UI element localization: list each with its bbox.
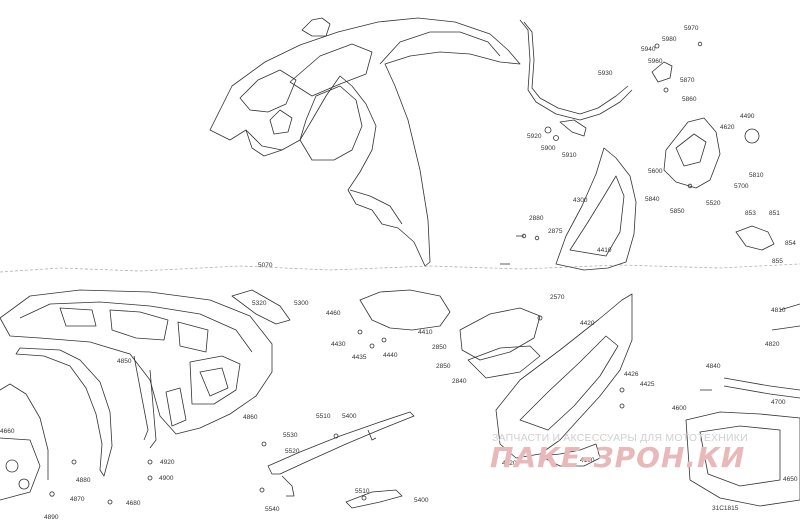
watermark-logo: ПАКЕ-ЗРОН.КИ <box>490 441 746 474</box>
part-label-4900: 4900 <box>159 475 174 482</box>
mirror-bracket <box>651 61 775 251</box>
part-label-5900: 5900 <box>541 145 556 152</box>
part-label-5600: 5600 <box>648 168 663 175</box>
part-label-5300: 5300 <box>294 300 309 307</box>
part-label-5840: 5840 <box>645 196 660 203</box>
fasteners <box>49 41 712 505</box>
support-bars <box>267 411 415 509</box>
bumper-bar <box>231 289 541 379</box>
part-label-4410: 4410 <box>597 247 612 254</box>
right-frame <box>685 303 800 507</box>
part-label-5850: 5850 <box>670 208 685 215</box>
part-label-5520: 5520 <box>706 200 721 207</box>
part-label-4920: 4920 <box>160 459 175 466</box>
part-label-4300: 4300 <box>573 197 588 204</box>
front-fascia <box>209 17 521 267</box>
part-label-2850: 2850 <box>432 344 447 351</box>
part-label-4680: 4680 <box>126 500 141 507</box>
lower-fascia <box>495 293 633 467</box>
part-label-5940: 5940 <box>641 46 656 53</box>
part-label-5970: 5970 <box>684 25 699 32</box>
part-label-4426: 4426 <box>624 371 639 378</box>
part-label-2875: 2875 <box>548 228 563 235</box>
part-label-4870: 4870 <box>70 496 85 503</box>
part-label-4460: 4460 <box>326 310 341 317</box>
part-label-5870: 5870 <box>680 77 695 84</box>
part-label-854: 854 <box>785 240 796 247</box>
part-label-4880: 4880 <box>76 477 91 484</box>
part-label-5700: 5700 <box>734 183 749 190</box>
part-label-4620: 4620 <box>720 124 735 131</box>
part-label-5070: 5070 <box>258 262 273 269</box>
part-label-4410: 4410 <box>418 329 433 336</box>
part-label-4100: 4100 <box>580 457 595 464</box>
part-label-5930: 5930 <box>598 70 613 77</box>
part-label-4220: 4220 <box>502 460 517 467</box>
part-label-4660: 4660 <box>0 428 15 435</box>
part-label-4435: 4435 <box>352 354 367 361</box>
part-label-853: 853 <box>745 210 756 217</box>
side-panel <box>555 147 637 271</box>
part-label-5320: 5320 <box>252 300 267 307</box>
part-label-5860: 5860 <box>682 96 697 103</box>
part-label-5540: 5540 <box>265 506 280 513</box>
part-label-5980: 5980 <box>662 36 677 43</box>
part-label-4600: 4600 <box>672 405 687 412</box>
part-label-2840: 2840 <box>452 378 467 385</box>
part-label-4650: 4650 <box>783 476 798 483</box>
part-label-4430: 4430 <box>331 341 346 348</box>
part-label-4810: 4810 <box>771 307 786 314</box>
part-label-4840: 4840 <box>706 363 721 370</box>
diagram-code: 31C1815 <box>712 505 739 512</box>
part-label-4850: 4850 <box>117 358 132 365</box>
part-label-2850: 2850 <box>436 363 451 370</box>
handle-tube <box>519 19 633 141</box>
part-label-4820: 4820 <box>765 341 780 348</box>
part-label-4490: 4490 <box>740 113 755 120</box>
part-label-4700: 4700 <box>771 399 786 406</box>
part-label-2570: 2570 <box>550 294 565 301</box>
part-label-5510: 5510 <box>316 413 331 420</box>
part-label-5960: 5960 <box>648 58 663 65</box>
part-label-5530: 5530 <box>283 432 298 439</box>
section-divider <box>0 263 800 273</box>
part-label-4890: 4890 <box>44 514 59 521</box>
part-label-4440: 4440 <box>383 352 398 359</box>
part-label-4420: 4420 <box>580 320 595 327</box>
part-label-5920: 5920 <box>527 133 542 140</box>
part-label-4860: 4860 <box>243 414 258 421</box>
part-label-2880: 2880 <box>529 215 544 222</box>
part-label-5400: 5400 <box>414 497 429 504</box>
rear-rack <box>0 289 273 501</box>
part-label-5810: 5810 <box>749 172 764 179</box>
part-label-851: 851 <box>769 210 780 217</box>
part-label-855: 855 <box>772 258 783 265</box>
part-label-5400: 5400 <box>342 413 357 420</box>
part-label-4425: 4425 <box>640 381 655 388</box>
part-label-5510: 5510 <box>355 488 370 495</box>
part-label-5910: 5910 <box>562 152 577 159</box>
part-label-5520: 5520 <box>285 448 300 455</box>
watermark-text: ЗАПЧАСТИ И АКСЕССУАРЫ ДЛЯ МОТОТЕХНИКИ <box>492 432 748 444</box>
